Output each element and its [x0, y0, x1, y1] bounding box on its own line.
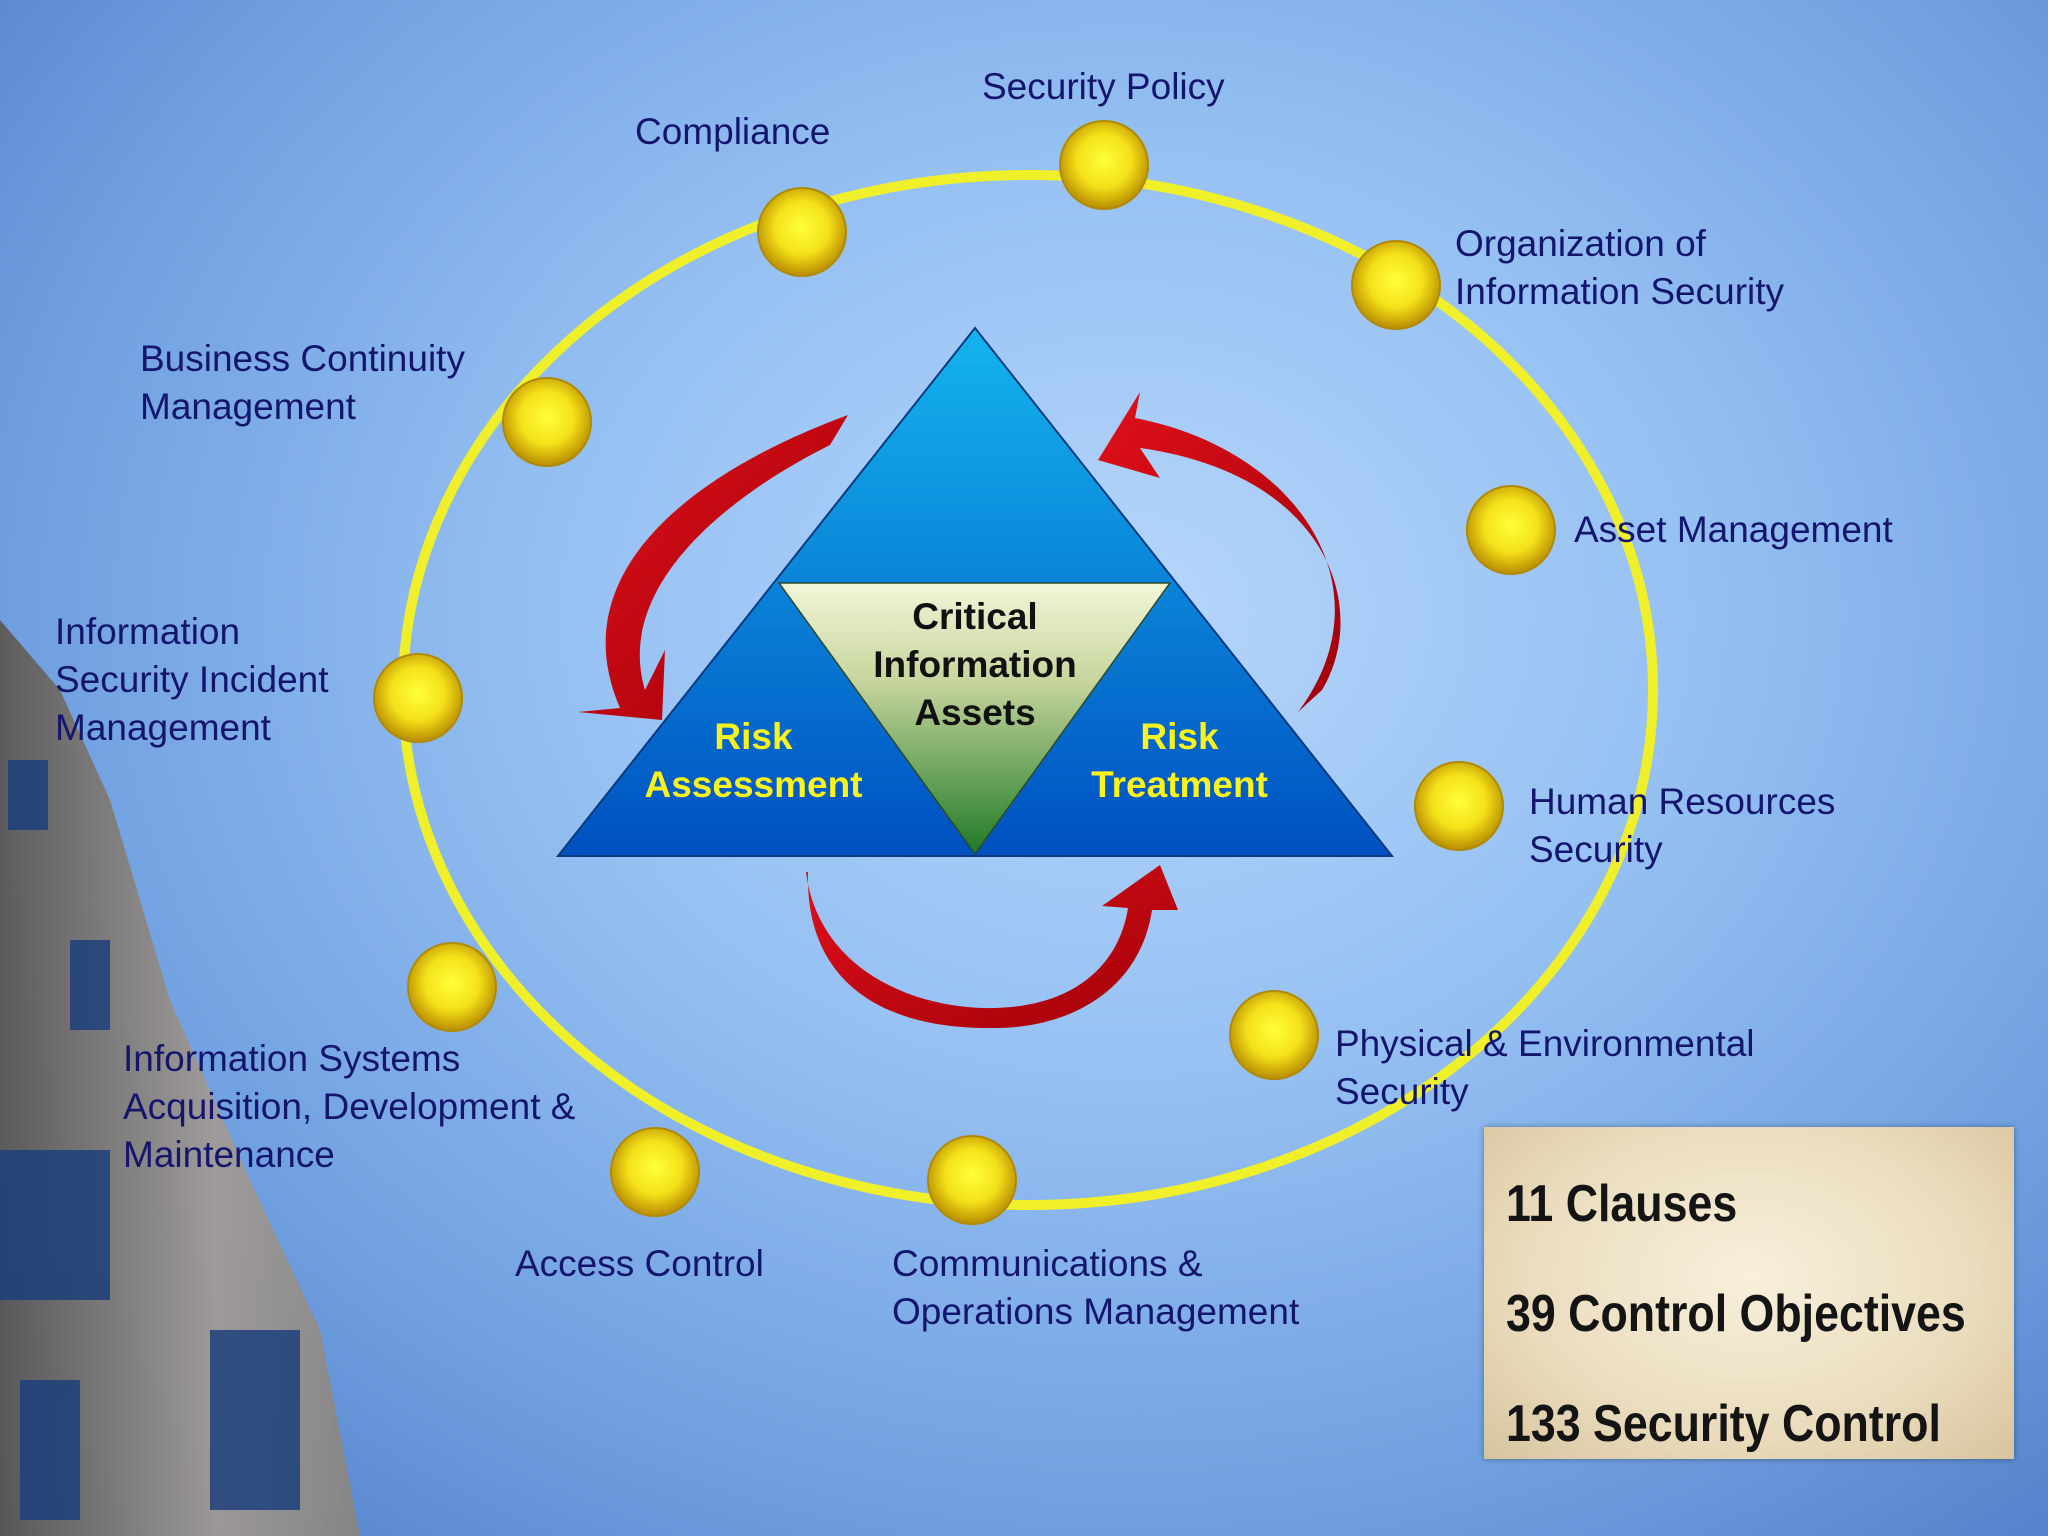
- node-communications-operations: [927, 1135, 1017, 1225]
- arrow-to-critical-assets: [1098, 392, 1341, 712]
- label-access-control: Access Control: [515, 1243, 764, 1284]
- node-asset-management: [1466, 485, 1556, 575]
- node-systems-acquisition: [407, 942, 497, 1032]
- label-security-policy: Security Policy: [982, 66, 1225, 107]
- arrow-to-risk-assessment: [578, 415, 848, 720]
- node-organization: [1351, 240, 1441, 330]
- node-human-resources: [1414, 761, 1504, 851]
- node-security-policy: [1059, 120, 1149, 210]
- label-asset-management: Asset Management: [1574, 509, 1893, 550]
- summary-clauses: 11 Clauses: [1506, 1175, 1738, 1233]
- node-physical-environmental: [1229, 990, 1319, 1080]
- node-access-control: [610, 1127, 700, 1217]
- summary-box: 11 Clauses 39 Control Objectives 133 Sec…: [1484, 1127, 2014, 1459]
- node-business-continuity: [502, 377, 592, 467]
- node-compliance: [757, 187, 847, 277]
- arrow-to-risk-treatment: [806, 865, 1178, 1029]
- summary-security-controls: 133 Security Control: [1506, 1395, 1941, 1453]
- summary-control-objectives: 39 Control Objectives: [1506, 1285, 1966, 1343]
- label-communications-operations: Communications &Operations Management: [892, 1243, 1300, 1332]
- node-incident-management: [373, 653, 463, 743]
- label-compliance: Compliance: [635, 111, 831, 152]
- critical-assets-triangle: [777, 582, 1172, 856]
